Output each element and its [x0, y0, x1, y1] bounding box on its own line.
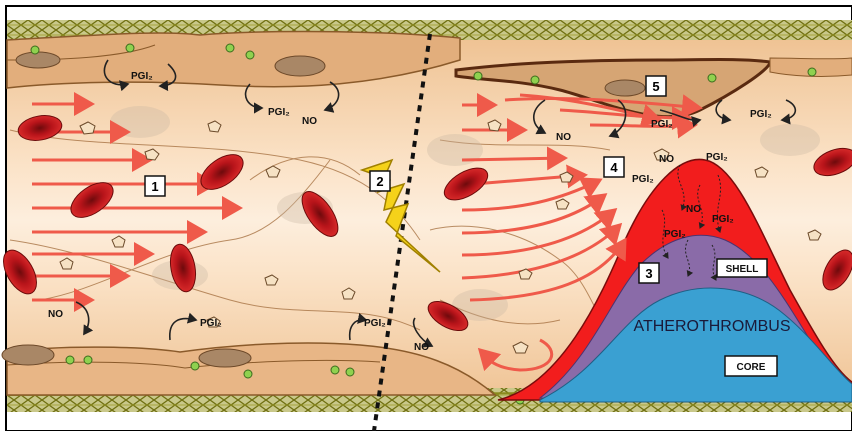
marker-4: 4: [610, 160, 618, 175]
shell-label: SHELL: [726, 264, 759, 275]
marker-3: 3: [645, 266, 652, 281]
core-label: CORE: [737, 362, 766, 373]
pgi2-label: PGI₂: [750, 109, 772, 120]
no-label: NO: [302, 116, 317, 127]
no-label: NO: [659, 154, 674, 165]
pgi2-label: PGI₂: [706, 152, 728, 163]
pgi2-label: PGI₂: [664, 229, 686, 240]
pgi2-label: PGI₂: [632, 174, 654, 185]
no-label: NO: [414, 342, 429, 353]
marker-2: 2: [376, 174, 383, 189]
pgi2-label: PGI₂: [364, 318, 386, 329]
no-label: NO: [556, 132, 571, 143]
pgi2-label: PGI₂: [131, 71, 153, 82]
pgi2-label: PGI₂: [268, 107, 290, 118]
marker-1: 1: [151, 179, 158, 194]
pgi2-label: PGI₂: [651, 119, 673, 130]
marker-5: 5: [652, 79, 659, 94]
pgi2-label: PGI₂: [200, 318, 222, 329]
no-label: NO: [48, 309, 63, 320]
atherothrombus-label: ATHEROTHROMBUS: [633, 318, 790, 335]
pgi2-label: PGI₂: [712, 214, 734, 225]
no-label: NO: [686, 204, 701, 215]
